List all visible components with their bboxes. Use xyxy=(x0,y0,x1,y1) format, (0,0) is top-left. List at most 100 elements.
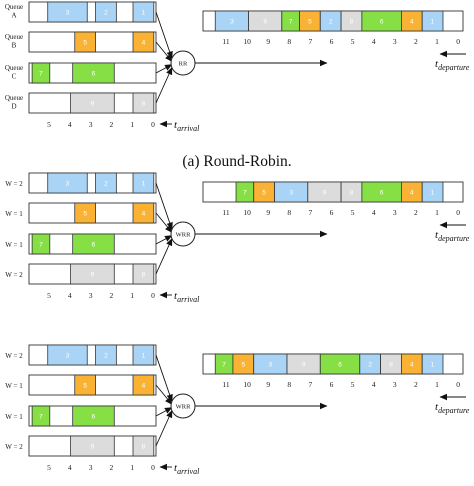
departure-tick-label: 5 xyxy=(351,380,355,389)
queue-packet: 1 xyxy=(132,344,155,366)
packet-cell xyxy=(132,263,155,285)
output-packet: 8 xyxy=(380,353,402,375)
packet-label: 4 xyxy=(142,382,146,389)
queue-packet: 4 xyxy=(132,374,155,396)
output-packet: 3 xyxy=(253,353,288,375)
t-departure-label: tdeparture xyxy=(435,401,470,415)
queue-label: W = 1 xyxy=(5,413,23,421)
departure-tick-label: 3 xyxy=(393,37,397,46)
output-packet: 2 xyxy=(319,10,342,32)
packet-cell xyxy=(95,344,117,366)
queue-label: Queue xyxy=(5,33,23,41)
packet-label: 4 xyxy=(142,39,146,46)
queue-packet: 9 xyxy=(70,435,115,457)
departure-tick-label: 3 xyxy=(393,208,397,217)
queue-to-scheduler-arrow xyxy=(155,384,173,405)
output-packet: 6 xyxy=(319,353,361,375)
queue-to-scheduler-arrow xyxy=(155,182,173,230)
output-packet: 9 xyxy=(286,353,321,375)
packet-cell xyxy=(72,405,115,427)
queue-label: W = 1 xyxy=(5,241,23,249)
departure-tick-label: 5 xyxy=(351,208,355,217)
departure-tick-label: 11 xyxy=(222,208,229,217)
packet-cell xyxy=(132,435,155,457)
packet-label: 5 xyxy=(262,189,266,196)
departure-tick-label: 8 xyxy=(287,380,291,389)
queue-packet: 2 xyxy=(95,172,117,194)
packet-label: 2 xyxy=(368,361,372,368)
packet-cell xyxy=(74,374,96,396)
packet-label: 7 xyxy=(39,241,43,248)
packet-cell xyxy=(31,62,51,84)
packet-cell xyxy=(70,263,115,285)
packet-cell xyxy=(72,233,115,255)
packet-label: 1 xyxy=(431,361,435,368)
output-packet: 5 xyxy=(232,353,255,375)
departure-tick-label: 7 xyxy=(309,208,313,217)
arrival-tick-label: 4 xyxy=(68,291,72,300)
queue-packet: 5 xyxy=(74,202,96,224)
queue-label: W = 2 xyxy=(5,271,23,279)
arrival-tick-label: 3 xyxy=(89,120,93,129)
packet-label: 5 xyxy=(242,361,246,368)
packet-cell xyxy=(31,233,51,255)
arrival-tick-label: 1 xyxy=(130,120,134,129)
packet-cell xyxy=(132,172,155,194)
departure-tick-label: 8 xyxy=(287,208,291,217)
departure-tick-label: 9 xyxy=(266,208,270,217)
packet-cell xyxy=(132,344,155,366)
queue-packet: 8 xyxy=(132,263,155,285)
packet-label: 2 xyxy=(104,352,108,359)
packet-label: 3 xyxy=(66,180,70,187)
output-packet: 6 xyxy=(361,10,402,32)
departure-tick-label: 10 xyxy=(243,37,251,46)
departure-tick-label: 4 xyxy=(372,208,376,217)
t-arrival-label: tarrival xyxy=(174,290,200,304)
queue-to-scheduler-arrow xyxy=(155,67,173,104)
packet-cell xyxy=(31,405,51,427)
arrival-tick-label: 5 xyxy=(47,291,51,300)
output-packet: 4 xyxy=(400,10,423,32)
packet-cell xyxy=(421,10,444,32)
output-packet: 1 xyxy=(421,181,444,203)
packet-label: 5 xyxy=(83,210,87,217)
queue-packet: 3 xyxy=(47,172,88,194)
packet-label: 3 xyxy=(230,18,234,25)
arrival-tick-label: 5 xyxy=(47,463,51,472)
departure-tick-label: 6 xyxy=(330,208,334,217)
queue-label: W = 2 xyxy=(5,180,23,188)
packet-label: 1 xyxy=(431,189,435,196)
departure-tick-label: 1 xyxy=(435,380,439,389)
queue-packet: 5 xyxy=(74,374,96,396)
packet-label: 3 xyxy=(66,9,70,16)
departure-tick-label: 0 xyxy=(456,208,460,217)
packet-cell xyxy=(132,202,155,224)
packet-cell xyxy=(132,1,155,23)
queue-packet: 3 xyxy=(47,344,88,366)
queue-packet: 1 xyxy=(132,1,155,23)
packet-label: 6 xyxy=(380,189,384,196)
output-packet: 7 xyxy=(235,181,255,203)
queue-packet: 9 xyxy=(70,263,115,285)
queue-label: W = 1 xyxy=(5,382,23,390)
departure-tick-label: 4 xyxy=(372,37,376,46)
queue-packet: 2 xyxy=(95,344,117,366)
packet-cell xyxy=(74,202,96,224)
departure-tick-label: 5 xyxy=(351,37,355,46)
departure-tick-label: 4 xyxy=(372,380,376,389)
queue-label: D xyxy=(11,103,16,111)
packet-label: 7 xyxy=(222,361,226,368)
arrival-tick-label: 3 xyxy=(89,291,93,300)
packet-cell xyxy=(47,1,88,23)
packet-label: 4 xyxy=(410,18,414,25)
queue-to-scheduler-arrow xyxy=(155,410,173,447)
packet-cell xyxy=(70,435,115,457)
t-departure-label: tdeparture xyxy=(435,229,470,243)
packet-cell xyxy=(70,92,115,114)
packet-label: 8 xyxy=(350,189,354,196)
departure-tick-label: 2 xyxy=(414,380,418,389)
